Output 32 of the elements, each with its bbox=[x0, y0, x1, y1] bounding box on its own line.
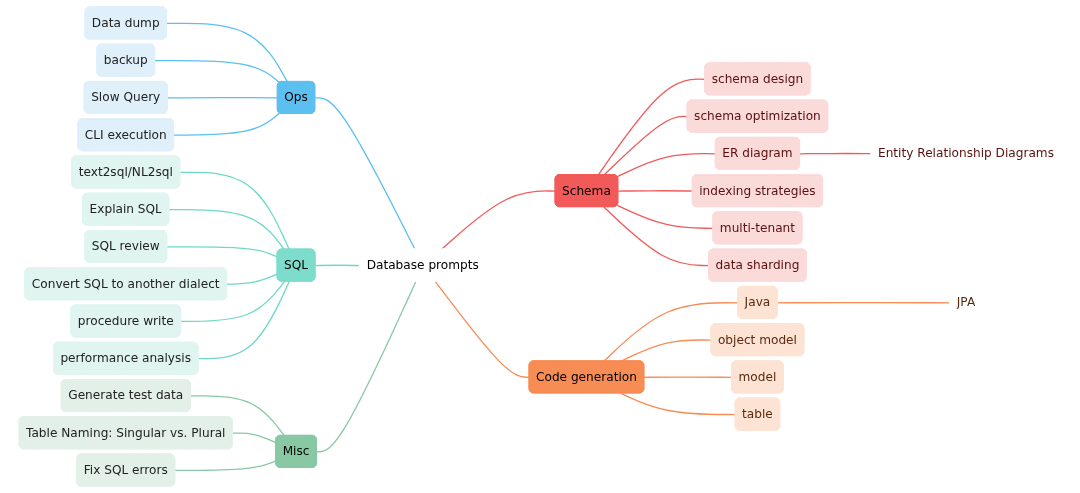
connector bbox=[620, 392, 737, 416]
connector bbox=[597, 78, 706, 176]
connector bbox=[166, 22, 289, 83]
connector bbox=[180, 280, 286, 323]
connector bbox=[226, 273, 279, 285]
connector bbox=[167, 96, 279, 99]
connector bbox=[616, 204, 714, 229]
connector bbox=[166, 246, 279, 258]
connector bbox=[189, 395, 286, 437]
connector bbox=[168, 208, 286, 251]
connector bbox=[603, 302, 739, 362]
connector bbox=[799, 152, 873, 155]
connector bbox=[603, 115, 689, 176]
connector bbox=[440, 190, 557, 251]
connector bbox=[316, 280, 417, 453]
node-text: Database prompts bbox=[366, 257, 479, 272]
connector bbox=[154, 59, 281, 84]
connector bbox=[776, 301, 951, 304]
connector bbox=[434, 280, 531, 378]
connector bbox=[197, 280, 290, 360]
connector bbox=[179, 171, 290, 251]
connector bbox=[643, 376, 733, 378]
connector bbox=[617, 190, 694, 192]
connector bbox=[616, 153, 717, 178]
connector bbox=[173, 112, 281, 136]
connector bbox=[314, 264, 361, 267]
connector bbox=[174, 460, 277, 472]
node-text: JPA bbox=[956, 295, 976, 309]
connector bbox=[314, 97, 416, 251]
connector bbox=[232, 432, 277, 444]
node-text: Entity Relationship Diagrams bbox=[877, 145, 1054, 160]
connector bbox=[603, 206, 710, 267]
